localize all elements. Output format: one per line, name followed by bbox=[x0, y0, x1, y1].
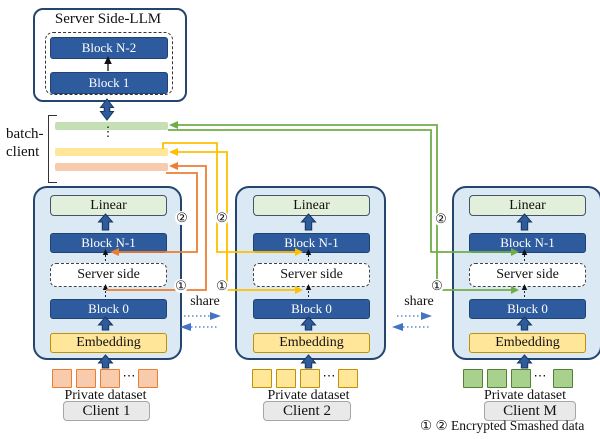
step-2-badge-client-2: ② bbox=[215, 210, 229, 225]
batch-bracket bbox=[48, 115, 57, 183]
batch-client-label: batch- client bbox=[6, 126, 44, 160]
client-m-block-n1: Block N-1 bbox=[469, 233, 586, 253]
step-1-badge-client-m: ① bbox=[430, 278, 444, 293]
share-label-2: share bbox=[404, 294, 434, 309]
server-llm-dashed-group bbox=[45, 32, 173, 95]
client-2-dataset-label: Private dataset bbox=[267, 388, 350, 403]
dataset-square bbox=[76, 369, 96, 388]
server-llm-title: Server Side-LLM bbox=[54, 11, 162, 27]
client-1-box: Linear Block N-1 Server side Block 0 Emb… bbox=[33, 186, 182, 360]
dataset-square bbox=[338, 369, 358, 388]
dataset-square bbox=[511, 369, 531, 388]
server-block-n2: Block N-2 bbox=[50, 37, 168, 59]
dataset-square bbox=[252, 369, 272, 388]
client-2-tag: Client 2 bbox=[263, 401, 351, 421]
share-label-1: share bbox=[190, 294, 220, 309]
client-2-box: Linear Block N-1 Server side Block 0 Emb… bbox=[235, 186, 386, 360]
dataset-ellipsis: ⋯ bbox=[322, 368, 336, 383]
client-1-block-n1: Block N-1 bbox=[50, 233, 167, 253]
client-1-embedding: Embedding bbox=[50, 333, 167, 353]
batch-bars-ellipsis: ⋮ bbox=[101, 124, 115, 139]
share-arrows-1 bbox=[180, 312, 221, 331]
dataset-square bbox=[138, 369, 158, 388]
dataset-square bbox=[52, 369, 72, 388]
dataset-square bbox=[100, 369, 120, 388]
batch-bar-client-m bbox=[55, 122, 168, 130]
client-1-dataset-label: Private dataset bbox=[64, 388, 147, 403]
client-m-box: Linear Block N-1 Server side Block 0 Emb… bbox=[452, 186, 600, 360]
client-2-block-n1: Block N-1 bbox=[253, 233, 370, 253]
client-2-embedding: Embedding bbox=[253, 333, 370, 353]
step-1-badge-client-1: ① bbox=[174, 278, 188, 293]
step-2-badge-client-m: ② bbox=[434, 211, 448, 226]
client-m-linear: Linear bbox=[469, 195, 586, 216]
share-arrows-2 bbox=[392, 312, 432, 331]
batch-bar-client-1 bbox=[55, 163, 168, 171]
dataset-square bbox=[487, 369, 507, 388]
client-2-server-side: Server side bbox=[253, 263, 370, 287]
client-m-embedding: Embedding bbox=[469, 333, 586, 353]
dataset-ellipsis: ⋯ bbox=[533, 368, 547, 383]
dataset-ellipsis: ⋯ bbox=[122, 368, 136, 383]
legend-encrypted-smashed-data: ① ② Encrypted Smashed data bbox=[420, 418, 585, 433]
client-1-server-side: Server side bbox=[50, 263, 167, 287]
step-1-badge-client-2: ① bbox=[215, 278, 229, 293]
step-2-badge-client-1: ② bbox=[175, 210, 189, 225]
client-m-block-0: Block 0 bbox=[469, 299, 586, 319]
client-2-block-0: Block 0 bbox=[253, 299, 370, 319]
client-m-dataset-label: Private dataset bbox=[483, 388, 567, 403]
server-block-1: Block 1 bbox=[50, 72, 168, 94]
dataset-square bbox=[553, 369, 573, 388]
dataset-square bbox=[463, 369, 483, 388]
server-batch-double-arrow bbox=[99, 98, 115, 121]
client-m-tag: Client M bbox=[484, 401, 576, 421]
batch-bar-client-2 bbox=[55, 148, 168, 156]
dataset-square bbox=[300, 369, 320, 388]
client-2-linear: Linear bbox=[253, 195, 370, 216]
client-1-block-0: Block 0 bbox=[50, 299, 167, 319]
client-1-tag: Client 1 bbox=[63, 401, 150, 421]
dataset-square bbox=[276, 369, 296, 388]
client-m-server-side: Server side bbox=[469, 263, 586, 287]
client-1-linear: Linear bbox=[50, 195, 167, 216]
